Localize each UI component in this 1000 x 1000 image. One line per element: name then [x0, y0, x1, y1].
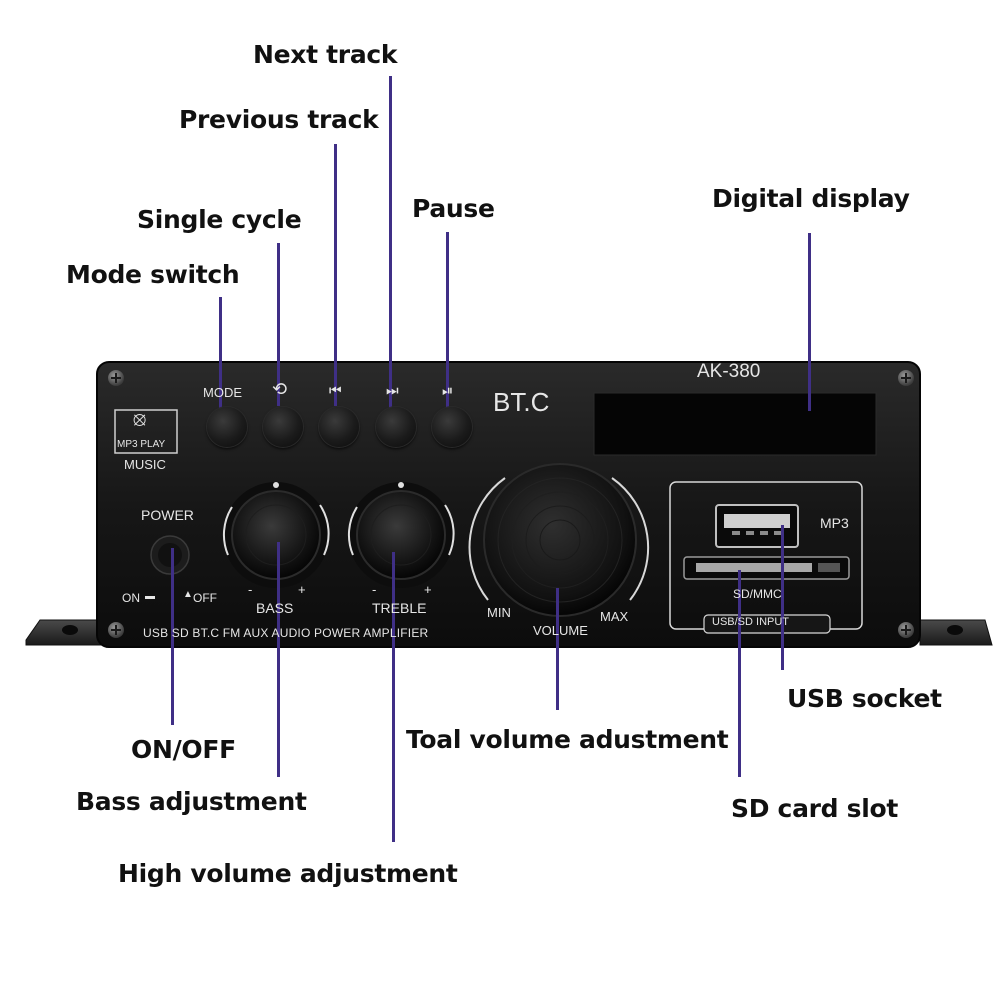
callout-single-cycle: Single cycle [137, 205, 302, 234]
volume-label: VOLUME [533, 623, 588, 638]
leader-on-off [171, 548, 174, 725]
usb-sd-input-label: USB/SD INPUT [712, 616, 790, 628]
logo-mp3-play: MP3 PLAY [117, 439, 166, 450]
pause-button[interactable] [432, 407, 472, 447]
volume-knob-hit[interactable] [484, 464, 636, 616]
min-label: MIN [487, 605, 511, 620]
next-track-button[interactable] [376, 407, 416, 447]
screw-top-right [898, 370, 914, 386]
leader-volume [556, 588, 559, 710]
repeat-icon: ⟲ [272, 379, 288, 399]
on-marker: ▬ [145, 591, 155, 602]
treble-plus: + [424, 582, 432, 597]
previous-track-button[interactable] [319, 407, 359, 447]
brand-label: BT.C [493, 387, 550, 417]
power-label: POWER [141, 507, 194, 523]
sd-mmc-label: SD/MMC [733, 587, 782, 601]
on-label: ON [122, 591, 140, 605]
callout-on-off: ON/OFF [131, 735, 236, 764]
display-window [593, 392, 877, 456]
bass-knob-hit[interactable] [232, 491, 320, 579]
screw-top-left [108, 370, 124, 386]
logo-music: MUSIC [124, 457, 166, 472]
model-label: AK-380 [697, 361, 761, 382]
screw-bottom-left [108, 622, 124, 638]
bass-plus: + [298, 582, 306, 597]
callout-high-volume-adjustment: High volume adjustment [118, 859, 458, 888]
leader-bass [277, 542, 280, 777]
leader-treble [392, 552, 395, 842]
treble-knob-hit[interactable] [357, 491, 445, 579]
max-label: MAX [600, 609, 629, 624]
leader-usb-socket [781, 525, 784, 670]
power-button-hit[interactable] [151, 536, 189, 574]
play-pause-icon: ⏯ [442, 382, 454, 398]
single-cycle-button[interactable] [263, 407, 303, 447]
leader-single-cycle [277, 243, 280, 406]
callout-previous-track: Previous track [179, 105, 379, 134]
leader-digital-display [808, 233, 811, 411]
leader-sd-card-slot [738, 570, 741, 777]
off-label: OFF [193, 591, 217, 605]
treble-minus: - [372, 582, 377, 597]
leader-mode-switch [219, 297, 222, 409]
screw-bottom-right [898, 622, 914, 638]
bass-label: BASS [256, 600, 294, 616]
leader-pause [446, 232, 449, 410]
mode-button[interactable] [207, 407, 247, 447]
leader-next-track [389, 76, 392, 413]
panel-bottom-text: USB SD BT.C FM AUX AUDIO POWER AMPLIFIER [143, 626, 429, 640]
callout-total-volume-adjustment: Toal volume adustment [406, 725, 729, 754]
callout-sd-card-slot: SD card slot [731, 794, 899, 823]
mode-label: MODE [203, 385, 242, 400]
callout-digital-display: Digital display [712, 184, 910, 213]
off-marker: ▲ [183, 589, 193, 600]
next-track-icon: ⏭ [386, 382, 399, 398]
mp3-label: MP3 [820, 515, 849, 531]
callout-pause: Pause [412, 194, 495, 223]
treble-label: TREBLE [372, 600, 427, 616]
callout-mode-switch: Mode switch [66, 260, 240, 289]
bass-minus: - [248, 582, 253, 597]
leader-previous-track [334, 144, 337, 406]
callout-next-track: Next track [253, 40, 398, 69]
callout-usb-socket: USB socket [787, 684, 942, 713]
callout-bass-adjustment: Bass adjustment [76, 787, 307, 816]
usb-port-hit[interactable] [716, 505, 798, 547]
cd-disc-icon: ⦻ [133, 408, 147, 430]
sd-slot-hit[interactable] [684, 557, 849, 579]
previous-track-icon: ⏮ [329, 382, 342, 398]
